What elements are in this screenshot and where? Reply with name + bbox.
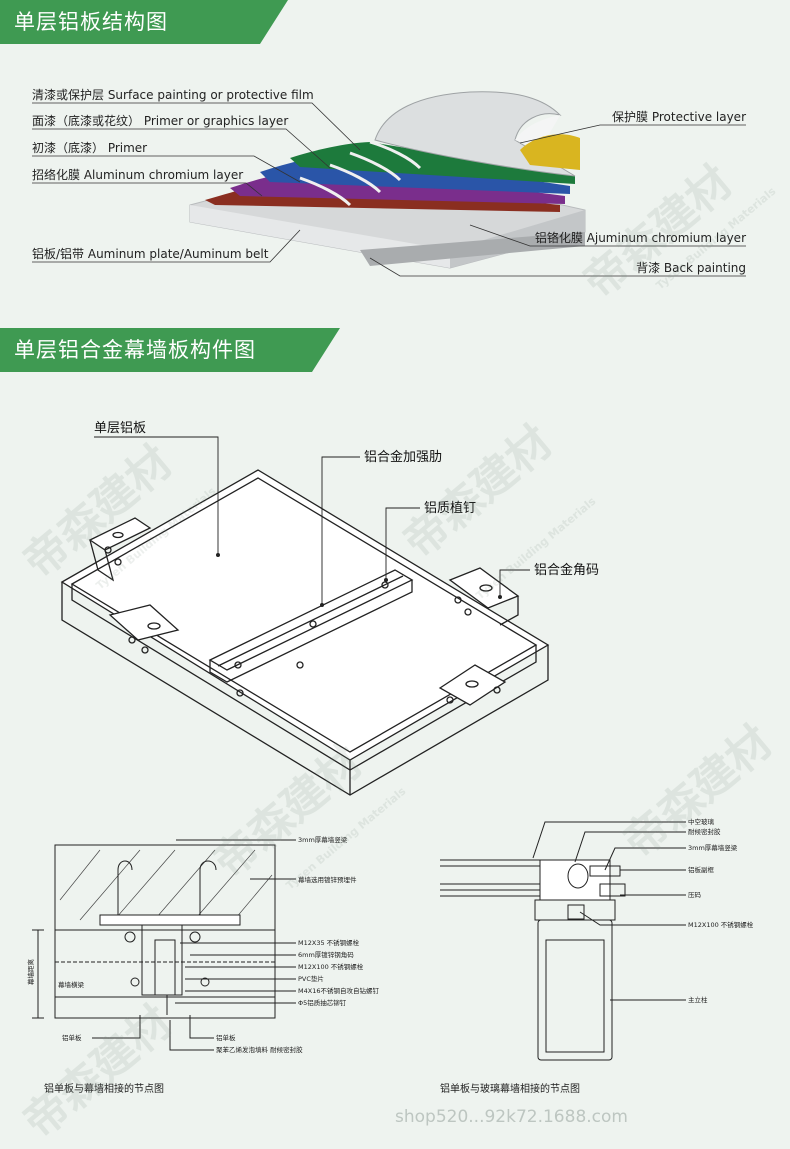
- detail-left-label-4: M12X100 不锈钢螺栓: [298, 962, 364, 971]
- detail-right-label-4: 压码: [688, 891, 702, 899]
- callout-dot-rib: [320, 603, 324, 607]
- callout-aluminum-stud: 铝质植钉: [424, 501, 476, 516]
- section-title-structure: 单层铝板结构图: [0, 0, 288, 44]
- detail-left-label-1: 幕墙选用镀锌预埋件: [298, 875, 357, 884]
- label-chromium-layer: 招络化膜 Aluminum chromium layer: [32, 167, 243, 182]
- detail-right-label-2: 3mm厚幕墙竖梁: [688, 843, 738, 852]
- detail-left-label-9: 聚苯乙烯发泡填料 耐候密封胶: [216, 1045, 303, 1054]
- watermark-cn-6: 帝森建材: [14, 996, 182, 1148]
- detail-left-caption: 铝单板与幕墙相接的节点图: [44, 1082, 164, 1095]
- detail-left-label-6: M4X16不锈钢自攻自钻螺钉: [298, 986, 379, 995]
- detail-left-label-7: Φ5铝质抽芯铆钉: [298, 998, 347, 1007]
- detail-right-drawing: [440, 821, 686, 1061]
- layer-stack-illustration: [189, 91, 586, 269]
- detail-left-side-1: 幕墙横梁: [58, 980, 85, 989]
- detail-left-label-2: M12X35 不锈钢螺栓: [298, 938, 360, 947]
- leader-lines-left: [32, 102, 361, 263]
- detail-right-caption: 铝单板与玻璃幕墙相接的节点图: [440, 1082, 580, 1095]
- label-back-painting: 背漆 Back painting: [636, 261, 746, 275]
- section-title-components: 单层铝合金幕墙板构件图: [0, 328, 340, 372]
- detail-right-label-6: 主立柱: [688, 995, 708, 1004]
- detail-left-label-0: 3mm厚幕墙竖梁: [298, 835, 348, 844]
- label-aluminum-plate: 铝板/铝带 Auminum plate/Auminum belt: [32, 246, 269, 261]
- component-callouts: [94, 436, 530, 604]
- callout-dot-stud: [384, 578, 388, 582]
- callout-dot-corner: [498, 595, 502, 599]
- watermark-shop-url: shop520...92k72.1688.com: [395, 1107, 628, 1127]
- detail-right-label-1: 耐候密封胶: [688, 827, 721, 836]
- callout-dot-panel: [216, 553, 220, 557]
- leader-lines-right: [369, 124, 746, 277]
- panel-isometric-drawing: [60, 469, 550, 796]
- watermark-cn-5: 帝森建材: [204, 736, 372, 888]
- label-protective-layer: 保护膜 Protective layer: [612, 110, 746, 124]
- detail-left-drawing: [32, 839, 296, 1051]
- callout-single-panel: 单层铝板: [94, 421, 146, 436]
- detail-left-side-2: 幕墙距离: [26, 959, 35, 986]
- detail-left-label-5: PVC垫片: [298, 974, 324, 983]
- label-primer-graphics: 面漆（底漆或花纹） Primer or graphics layer: [32, 113, 288, 128]
- detail-left-side-0: 铝单板: [62, 1033, 82, 1042]
- label-primer: 初漆（底漆） Primer: [32, 140, 147, 155]
- label-surface-painting: 清漆或保护层 Surface painting or protective fi…: [32, 88, 314, 102]
- detail-right-label-5: M12X100 不锈钢螺栓: [688, 920, 754, 929]
- callout-corner-bracket: 铝合金角码: [534, 562, 599, 578]
- detail-right-label-0: 中空玻璃: [688, 817, 715, 826]
- label-ajuminum-chromium: 铝铬化膜 Ajuminum chromium layer: [535, 230, 746, 245]
- callout-reinforcing-rib: 铝合金加强肋: [364, 449, 442, 465]
- detail-left-label-8: 铝单板: [216, 1033, 236, 1042]
- detail-left-label-3: 6mm厚镀锌钢角码: [298, 950, 354, 959]
- detail-right-label-3: 铝板副框: [688, 865, 715, 874]
